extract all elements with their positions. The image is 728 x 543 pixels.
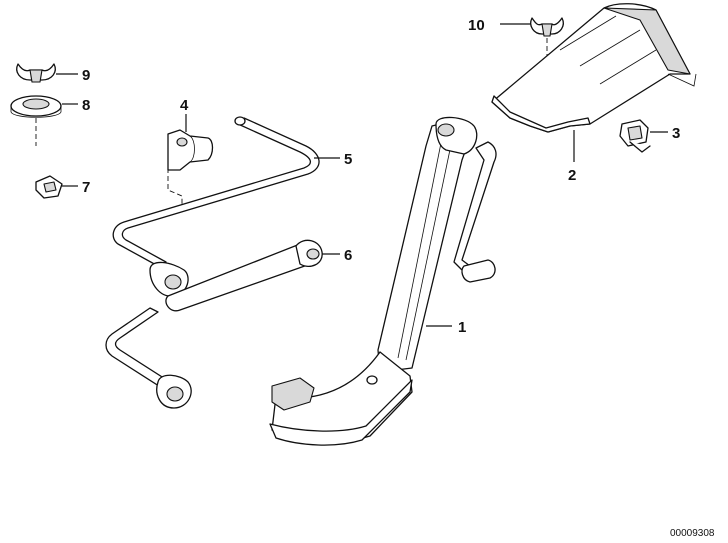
callout-label-6: 6 bbox=[344, 247, 352, 264]
callout-label-9: 9 bbox=[82, 67, 90, 84]
document-number: 00009308 bbox=[670, 528, 715, 539]
jack-holder-part-2 bbox=[491, 3, 697, 133]
callout-label-4: 4 bbox=[180, 97, 189, 114]
lug-wrench-part-5 bbox=[112, 116, 320, 297]
washer-part-8 bbox=[10, 95, 62, 118]
callout-label-5: 5 bbox=[344, 151, 352, 168]
callout-label-7: 7 bbox=[82, 179, 90, 196]
callout-label-1: 1 bbox=[458, 319, 466, 336]
callout-label-3: 3 bbox=[672, 125, 680, 142]
callout-label-10: 10 bbox=[468, 17, 485, 34]
bracket-part-4 bbox=[167, 129, 214, 212]
clip-nut-part-7 bbox=[35, 175, 63, 199]
wing-nut-part-9 bbox=[16, 63, 56, 83]
wing-nut-part-10 bbox=[530, 17, 564, 37]
clip-part-3 bbox=[619, 119, 651, 153]
callout-label-2: 2 bbox=[568, 167, 576, 184]
extension-bar-part-6 bbox=[105, 239, 323, 409]
callout-label-8: 8 bbox=[82, 97, 90, 114]
jack-part-1 bbox=[269, 116, 497, 446]
